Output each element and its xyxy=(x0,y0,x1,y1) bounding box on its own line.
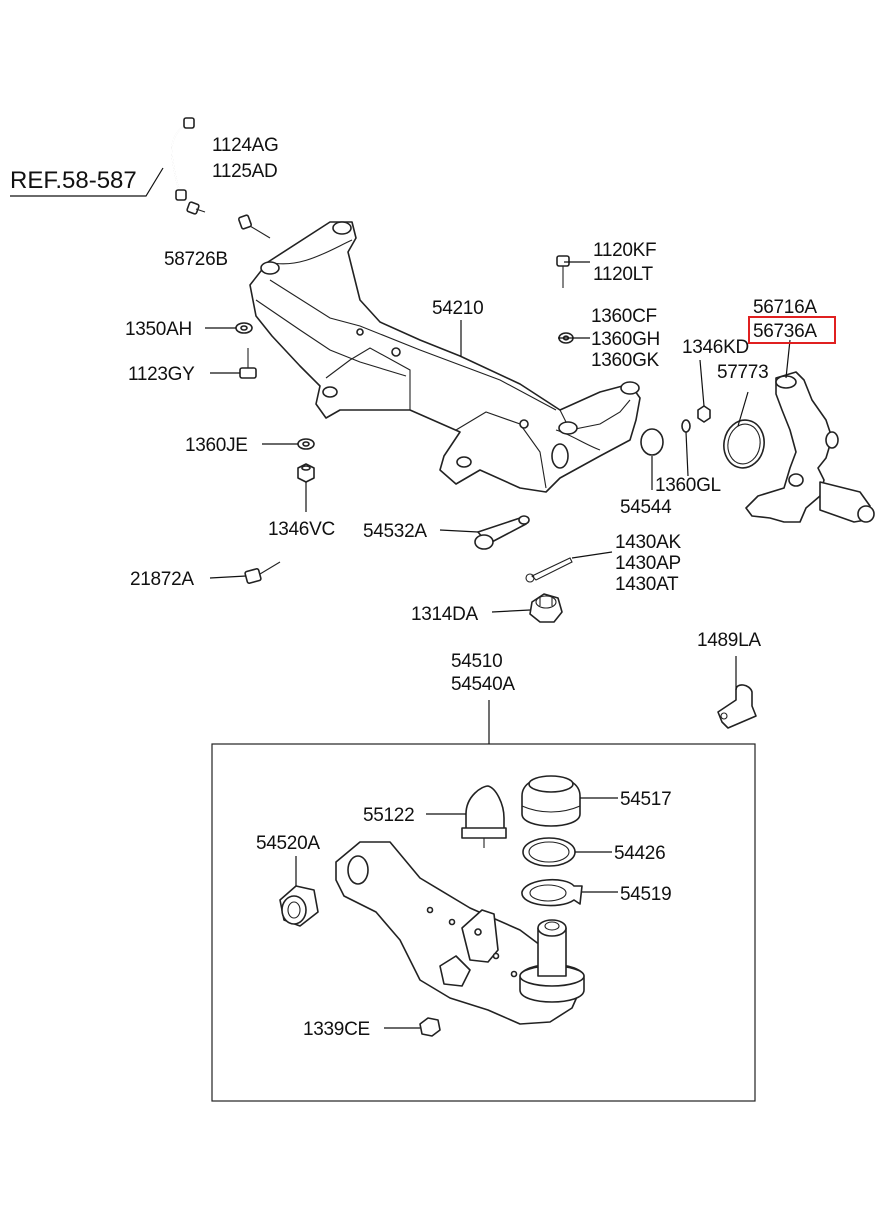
label-1360JE[interactable]: 1360JE xyxy=(185,435,248,456)
dust-cover-54517[interactable] xyxy=(521,775,581,827)
bolt-1124AG[interactable] xyxy=(238,214,271,239)
label-54510[interactable]: 54510 xyxy=(451,651,503,672)
label-57773[interactable]: 57773 xyxy=(717,362,769,383)
reference-leader xyxy=(10,167,164,197)
label-1125AD[interactable]: 1125AD xyxy=(212,161,278,182)
label-1360GK[interactable]: 1360GK xyxy=(591,350,660,371)
label-1430AP[interactable]: 1430AP xyxy=(615,553,681,574)
nut-1346VC[interactable] xyxy=(297,463,315,483)
knuckle-56736A[interactable] xyxy=(745,371,875,523)
lower-arm-assembly-frame xyxy=(211,743,756,1102)
washer-1360GL[interactable] xyxy=(681,419,691,433)
pin-54532A[interactable] xyxy=(474,515,530,550)
castle-nut-1314DA[interactable] xyxy=(529,593,563,623)
label-1360GL[interactable]: 1360GL xyxy=(655,475,721,496)
label-1430AT[interactable]: 1430AT xyxy=(615,574,679,595)
bolt-1123GY[interactable] xyxy=(239,348,257,379)
label-54532A[interactable]: 54532A xyxy=(363,521,428,542)
label-54210[interactable]: 54210 xyxy=(432,298,484,319)
bolt-21872A[interactable] xyxy=(244,561,281,584)
label-54540A[interactable]: 54540A xyxy=(451,674,516,695)
ring-54426[interactable] xyxy=(522,837,576,867)
label-1350AH[interactable]: 1350AH xyxy=(125,319,192,340)
label-1489LA[interactable]: 1489LA xyxy=(697,630,762,651)
reference-label[interactable]: REF.58-587 xyxy=(10,167,137,194)
label-1360GH[interactable]: 1360GH xyxy=(591,329,660,350)
label-1430AK[interactable]: 1430AK xyxy=(615,532,682,553)
leader-lines xyxy=(205,261,791,1029)
label-54517[interactable]: 54517 xyxy=(620,789,672,810)
label-56716A[interactable]: 56716A xyxy=(753,297,818,318)
label-1346KD[interactable]: 1346KD xyxy=(682,337,749,358)
reference-callout[interactable]: REF.58-587 xyxy=(10,167,164,197)
bump-stopper-55122[interactable] xyxy=(461,785,507,848)
label-21872A[interactable]: 21872A xyxy=(130,569,195,590)
label-1123GY[interactable]: 1123GY xyxy=(128,364,195,385)
ball-joint[interactable] xyxy=(519,919,585,1003)
crossmember-54210[interactable] xyxy=(249,221,641,493)
label-1314DA[interactable]: 1314DA xyxy=(411,604,479,625)
clamp-1489LA[interactable] xyxy=(717,684,757,729)
brake-hose[interactable] xyxy=(170,117,206,215)
label-54520A[interactable]: 54520A xyxy=(256,833,321,854)
snap-ring-54519[interactable] xyxy=(521,878,583,907)
part-labels: 1124AG 1125AD 58726B 1120KF 1120LT 54210… xyxy=(125,135,836,1040)
highlight-box xyxy=(748,316,836,344)
nut-1339CE[interactable] xyxy=(419,1017,441,1037)
label-55122[interactable]: 55122 xyxy=(363,805,415,826)
label-1346VC[interactable]: 1346VC xyxy=(268,519,335,540)
label-1339CE[interactable]: 1339CE xyxy=(303,1019,370,1040)
bushing-54520A[interactable] xyxy=(279,885,319,927)
bushing-54544[interactable] xyxy=(640,428,664,456)
bolt-1120KF[interactable] xyxy=(556,255,570,288)
label-56736A[interactable]: 56736A xyxy=(753,321,818,342)
washer-1360JE[interactable] xyxy=(297,438,315,450)
oring-57773[interactable] xyxy=(720,417,768,471)
label-54544[interactable]: 54544 xyxy=(620,497,672,518)
label-1360CF[interactable]: 1360CF xyxy=(591,306,657,327)
washer-1350AH[interactable] xyxy=(235,322,253,334)
label-1124AG[interactable]: 1124AG xyxy=(212,135,279,156)
label-1120KF[interactable]: 1120KF xyxy=(593,240,657,261)
cotter-pin-1430AK[interactable] xyxy=(525,557,573,583)
label-54519[interactable]: 54519 xyxy=(620,884,672,905)
lower-arm-54510[interactable] xyxy=(335,841,581,1025)
label-58726B[interactable]: 58726B xyxy=(164,249,228,270)
label-54426[interactable]: 54426 xyxy=(614,843,666,864)
nut-1346KD[interactable] xyxy=(697,405,711,423)
label-1120LT[interactable]: 1120LT xyxy=(593,264,654,285)
